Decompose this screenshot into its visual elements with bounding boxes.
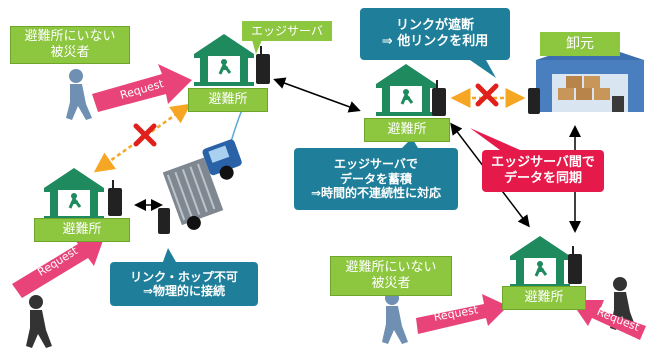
link-shelterA-shelterB <box>273 77 361 113</box>
victim-label-top: 避難所にいない 被災者 <box>10 26 130 64</box>
victim-label-bottom: 避難所にいない 被災者 <box>330 256 452 296</box>
callout-tail-edge-sync <box>470 128 520 150</box>
truck-icon <box>162 139 242 230</box>
shelter-label-c: 避難所 <box>34 218 130 242</box>
callout-tail-edge-label <box>252 40 262 54</box>
callout-tail-link-cut <box>470 60 496 78</box>
edge-server-label: エッジサーバ <box>242 21 332 41</box>
shelter-label-a: 避難所 <box>188 88 268 112</box>
shelter-icon-d <box>510 236 570 288</box>
edge-server-wholesaler <box>528 88 540 114</box>
edge-server-c <box>108 188 122 216</box>
callout-edge-sync: エッジサーバ間で データを同期 <box>482 150 604 192</box>
edge-server-a <box>256 54 270 84</box>
shelter-icon-b <box>376 64 436 116</box>
shelter-icon-c <box>44 168 104 220</box>
shelter-icon-a <box>194 34 254 86</box>
request-arrow-4 <box>570 300 646 340</box>
shelter-label-d: 避難所 <box>502 286 586 310</box>
request-arrow-3 <box>416 294 508 334</box>
shelter-label-b: 避難所 <box>364 118 450 142</box>
edge-server-d <box>568 254 582 284</box>
blocked-x-left <box>133 123 157 147</box>
edge-server-truck <box>158 208 170 234</box>
callout-edge-store: エッジサーバで データを蓄積 ⇒時間的不連続性に対応 <box>294 148 458 210</box>
person-victim-bottom <box>382 291 408 344</box>
callout-link-cut: リンクが遮断 ⇒ 他リンクを利用 <box>360 8 510 60</box>
callout-tail-edge-store <box>402 138 418 148</box>
request-arrow-1 <box>92 64 192 112</box>
edge-server-b <box>432 88 446 116</box>
wholesaler-label: 卸元 <box>540 32 620 56</box>
person-left-bottom <box>26 295 52 348</box>
person-victim-top <box>66 69 92 120</box>
blocked-x-right <box>475 83 499 107</box>
callout-link-hop: リンク・ホップ不可 ⇒物理的に接続 <box>110 262 258 306</box>
request-arrow-2 <box>12 232 106 298</box>
